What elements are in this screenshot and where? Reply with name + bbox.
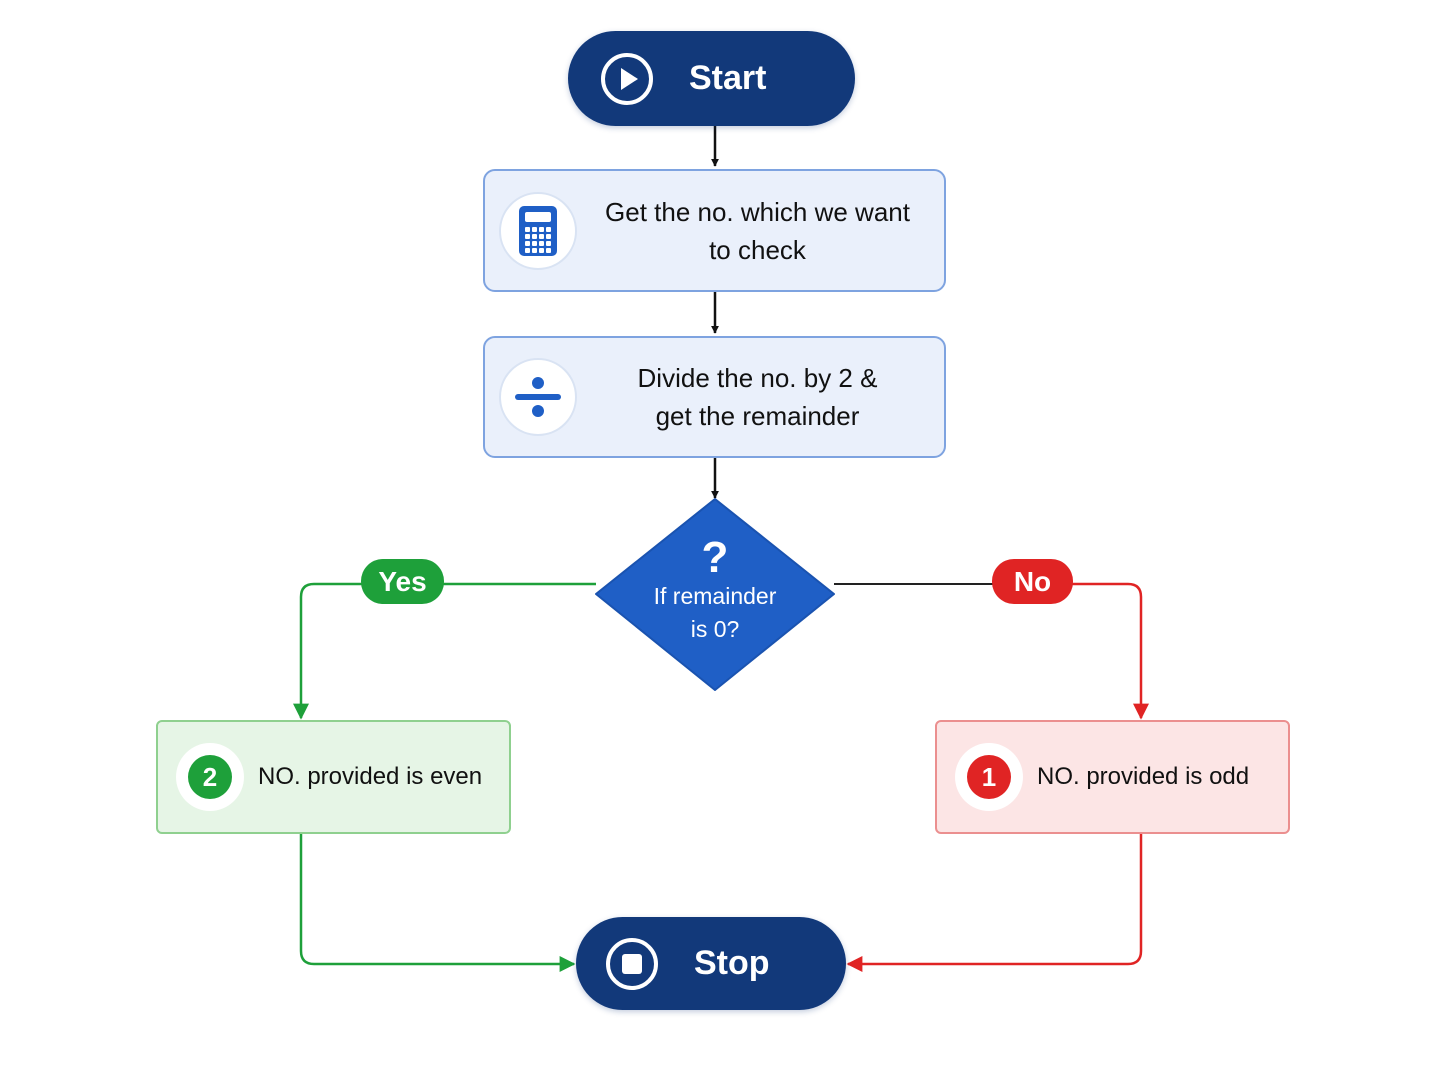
- outcome-even-text: NO. provided is even: [258, 763, 483, 790]
- yes-label: Yes: [361, 559, 444, 604]
- badge-1-icon: 1: [955, 743, 1023, 811]
- decision-line1: If remainder: [653, 583, 777, 609]
- outcome-odd-text: NO. provided is odd: [1037, 763, 1250, 790]
- stop-node: Stop: [576, 917, 846, 1010]
- outcome-even: 2 NO. provided is even: [156, 720, 511, 834]
- odd-to-stop-connector: [846, 834, 1143, 972]
- calculator-icon: [499, 191, 577, 270]
- step-get-number: Get the no. which we want to check: [483, 169, 946, 292]
- yes-connector: [293, 582, 596, 720]
- start-label: Start: [689, 59, 767, 97]
- badge-1-number: 1: [967, 755, 1011, 799]
- step-divide: Divide the no. by 2 & get the remainder: [483, 336, 946, 458]
- badge-2-icon: 2: [176, 743, 244, 811]
- even-to-stop-connector: [299, 834, 576, 972]
- step-get-number-text: Get the no. which we want to check: [577, 193, 944, 269]
- divide-icon: [499, 358, 577, 436]
- step-get-number-line1: Get the no. which we want: [605, 196, 910, 227]
- question-mark-icon: ?: [701, 533, 729, 582]
- no-label: No: [992, 559, 1073, 604]
- step-get-number-line2: to check: [709, 234, 806, 265]
- step-divide-text: Divide the no. by 2 & get the remainder: [577, 359, 944, 435]
- badge-2-number: 2: [188, 755, 232, 799]
- stop-icon: [606, 937, 658, 990]
- decision-text: ? If remainder is 0?: [615, 536, 815, 646]
- decision-diamond: [595, 498, 835, 691]
- play-icon: [601, 52, 653, 105]
- step-divide-line1: Divide the no. by 2 &: [637, 363, 878, 393]
- no-connector: [1000, 582, 1149, 720]
- stop-label: Stop: [694, 944, 770, 982]
- decision-line2: is 0?: [690, 616, 740, 642]
- start-node: Start: [568, 31, 855, 126]
- outcome-odd: 1 NO. provided is odd: [935, 720, 1290, 834]
- step-divide-line2: get the remainder: [655, 401, 860, 431]
